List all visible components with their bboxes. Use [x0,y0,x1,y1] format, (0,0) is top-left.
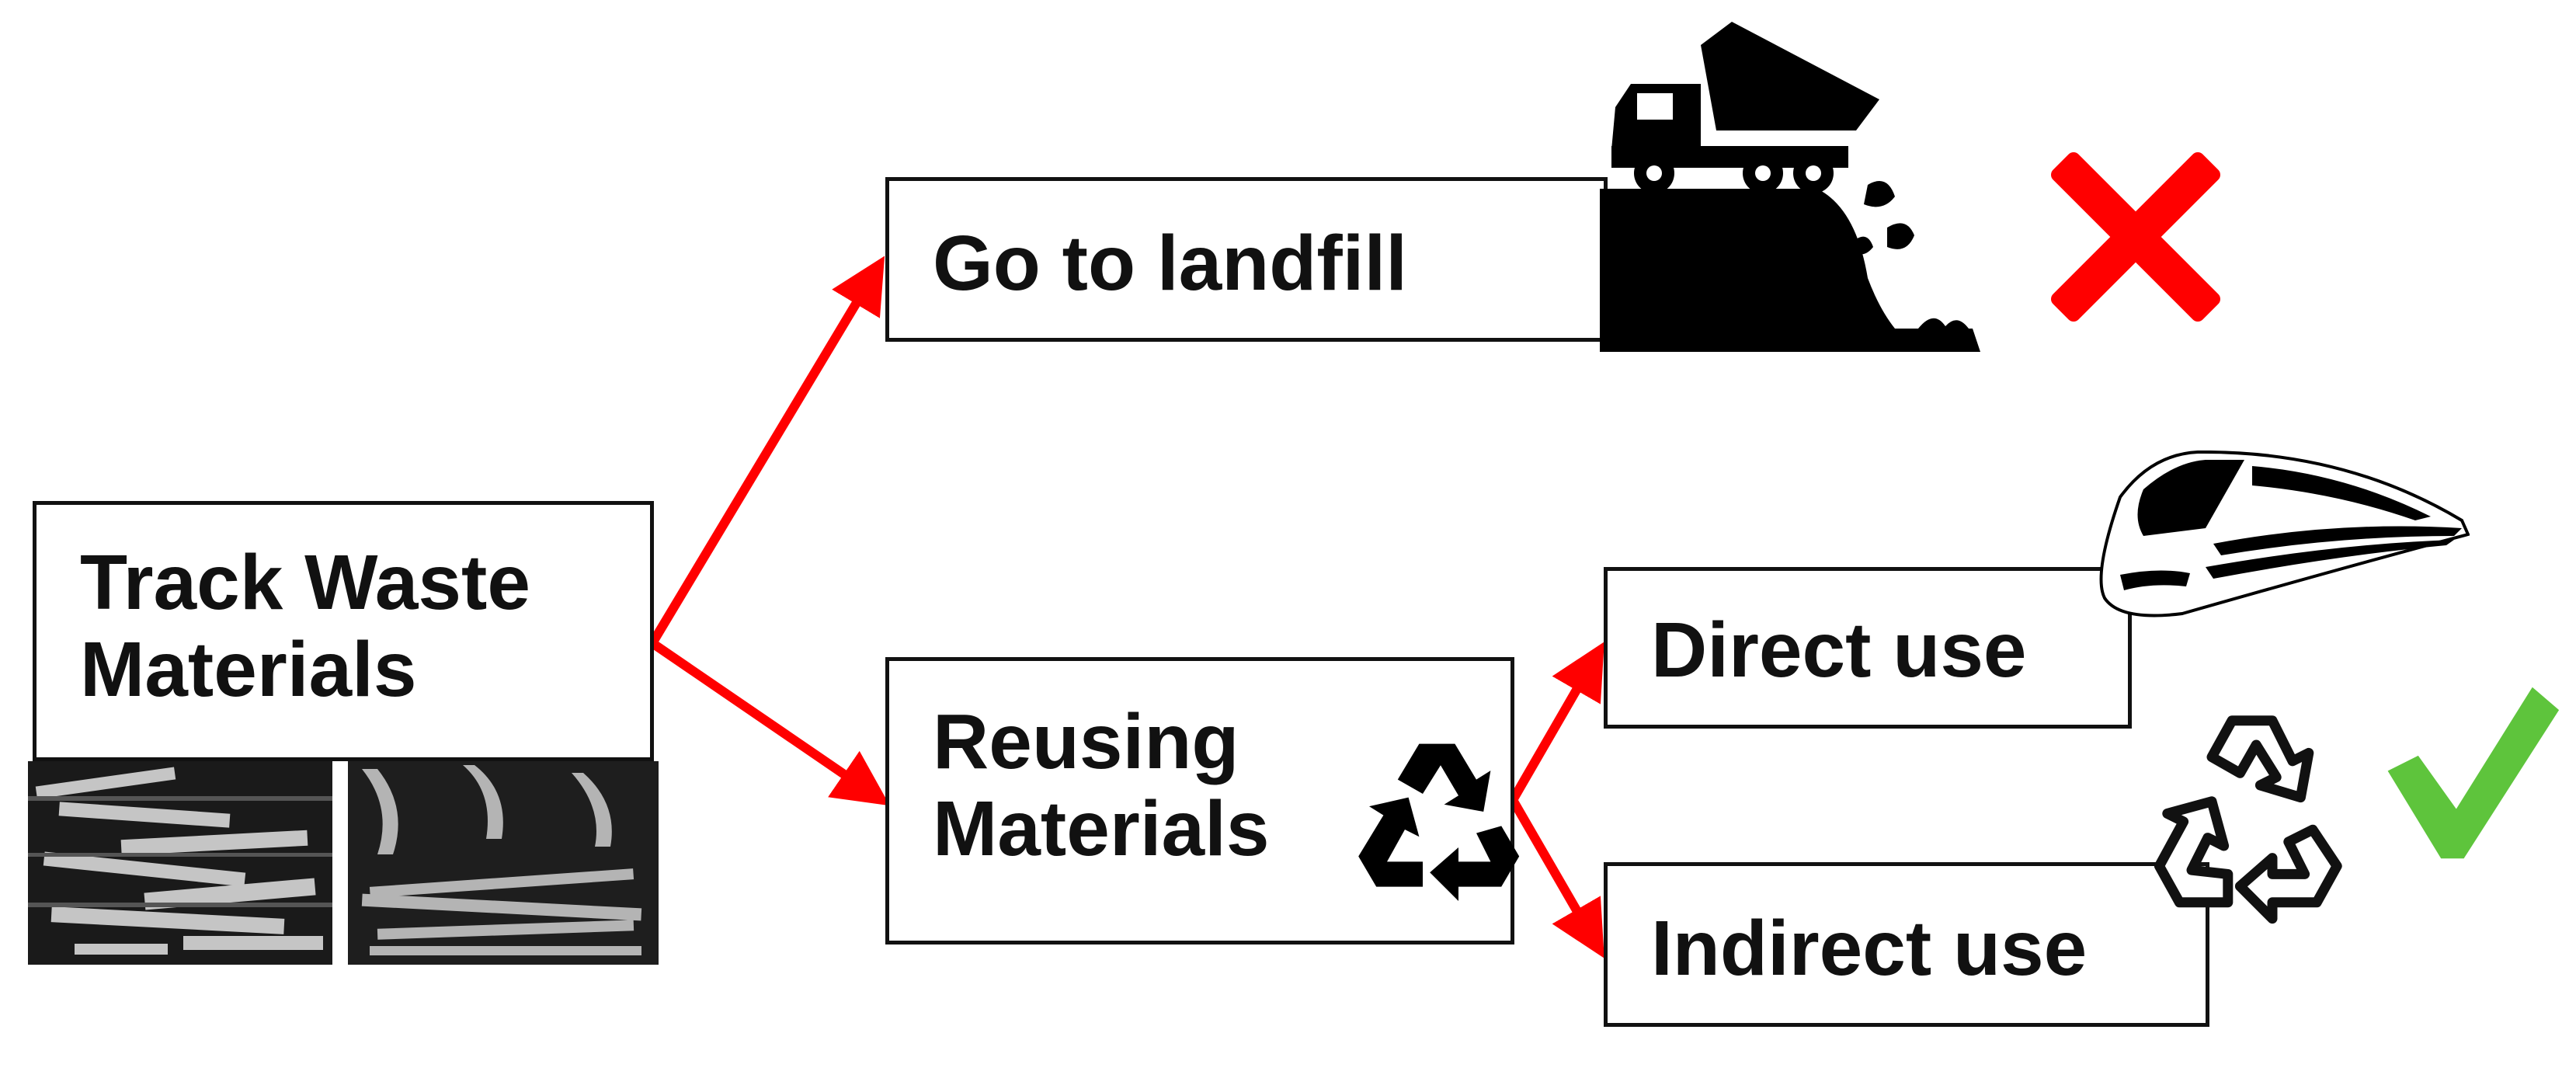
edge-reusing-to-indirect [1508,797,1604,958]
node-reusing-materials: Reusing Materials [885,657,1514,945]
node-landfill-label: Go to landfill [933,220,1408,307]
waste-material-photos [28,761,659,965]
node-track-waste-label: Track Waste Materials [80,539,530,713]
green-check-icon [2387,687,2560,859]
recycle-outline-icon [2154,715,2342,924]
recycle-icon [1358,743,1520,901]
high-speed-train-icon [2099,451,2470,617]
node-indirect-use-label: Indirect use [1651,905,2088,992]
edge-track-to-reusing [649,639,890,806]
red-cross-icon [2051,152,2220,322]
node-reusing-label: Reusing Materials [933,698,1270,872]
dump-truck-icon [1600,22,1980,352]
node-direct-use-label: Direct use [1651,607,2027,694]
edge-track-to-landfill [648,256,885,646]
node-track-waste-label-line1: Track Waste [80,539,530,626]
node-track-waste-label-line2: Materials [80,626,417,713]
node-reusing-label-line2: Materials [933,785,1270,872]
node-indirect-use: Indirect use [1604,862,2209,1027]
node-track-waste-materials: Track Waste Materials [33,501,654,761]
edge-reusing-to-direct [1508,642,1604,803]
node-direct-use: Direct use [1604,567,2132,729]
node-reusing-label-line1: Reusing [933,698,1239,785]
node-go-to-landfill: Go to landfill [885,177,1608,342]
